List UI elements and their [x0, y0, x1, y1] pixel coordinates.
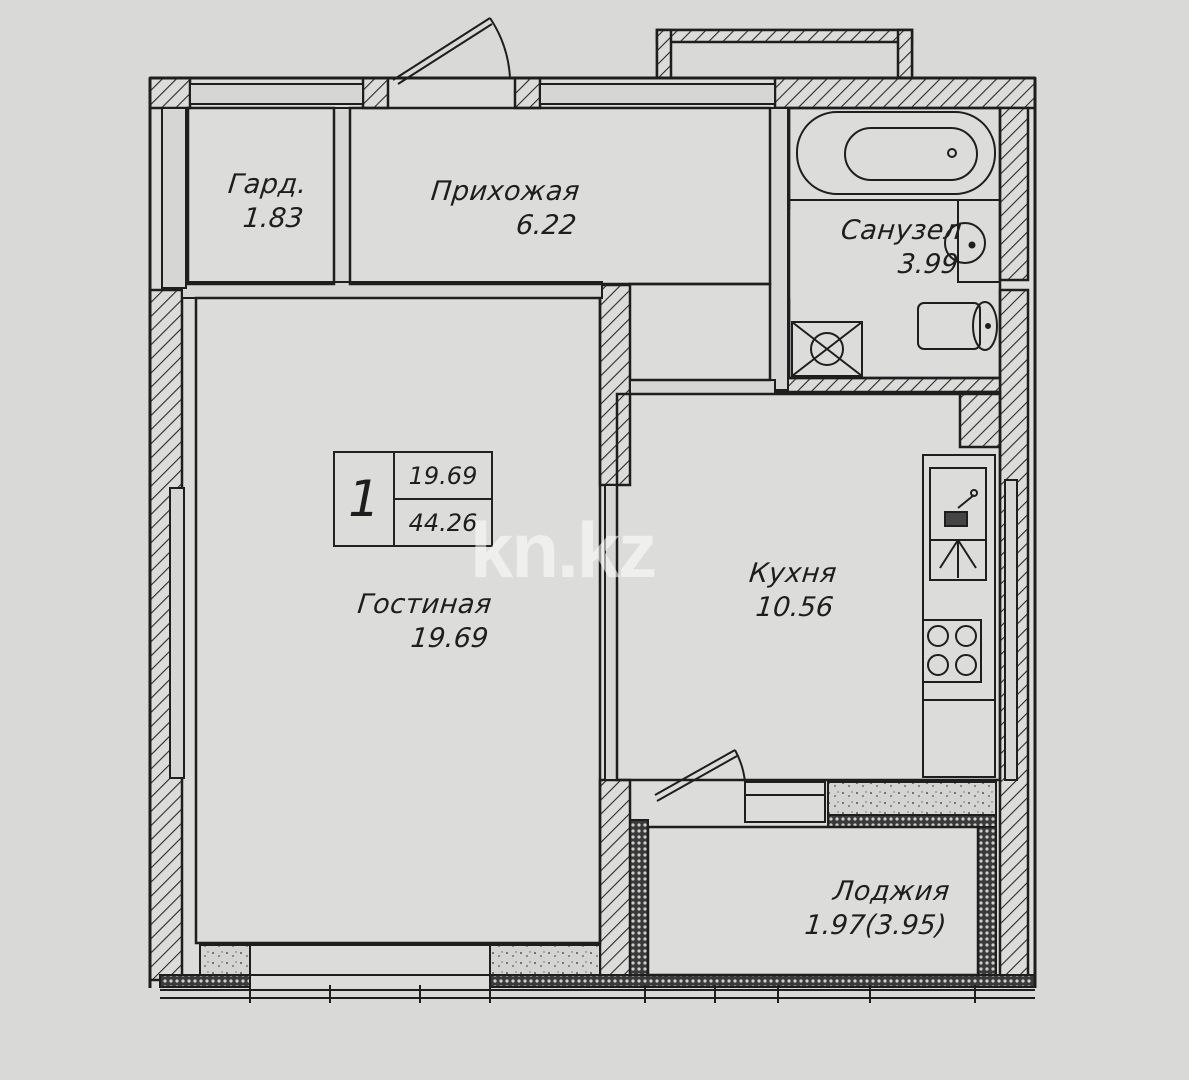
bathtub-icon — [789, 111, 1000, 201]
watermark: kn.kz — [470, 506, 657, 594]
loggia-walls — [159, 781, 1036, 988]
room-label-living-room: Гостиная 19.69 — [321, 588, 493, 656]
room-area: 3.99 — [896, 248, 960, 280]
room-label-kitchen: Кухня 10.56 — [716, 557, 839, 625]
apartment-summary: 1 19.69 44.26 — [333, 451, 493, 547]
shower-drain-icon — [791, 321, 863, 377]
kitchen-sink-icon — [929, 467, 987, 581]
total-area: 44.26 — [395, 498, 491, 545]
room-area: 19.69 — [409, 622, 490, 654]
room-area: 1.97(3.95) — [803, 909, 948, 941]
rooms-count: 1 — [335, 453, 395, 545]
doors — [392, 17, 746, 802]
cooktop-icon — [922, 619, 982, 683]
room-outlines — [186, 106, 1002, 977]
room-name: Кухня — [747, 558, 839, 589]
sink-icon — [944, 200, 1000, 283]
room-name: Гард. — [226, 169, 309, 200]
room-area: 6.22 — [514, 209, 578, 241]
room-name: Лоджия — [831, 876, 952, 907]
room-label-wardrobe: Гард. 1.83 — [201, 168, 309, 236]
toilet-icon — [917, 301, 998, 351]
room-name: Гостиная — [356, 589, 494, 620]
windows — [160, 781, 1035, 1003]
room-label-loggia: Лоджия 1.97(3.95) — [766, 875, 951, 943]
room-area: 1.83 — [241, 202, 305, 234]
living-area: 19.69 — [408, 461, 478, 490]
kitchen-counter — [922, 454, 996, 778]
room-name: Прихожая — [429, 176, 582, 207]
room-label-bathroom: Санузел 3.99 — [816, 214, 963, 282]
room-label-hallway: Прихожая 6.22 — [396, 175, 582, 243]
room-area: 10.56 — [754, 591, 835, 623]
room-name: Санузел — [839, 215, 964, 246]
